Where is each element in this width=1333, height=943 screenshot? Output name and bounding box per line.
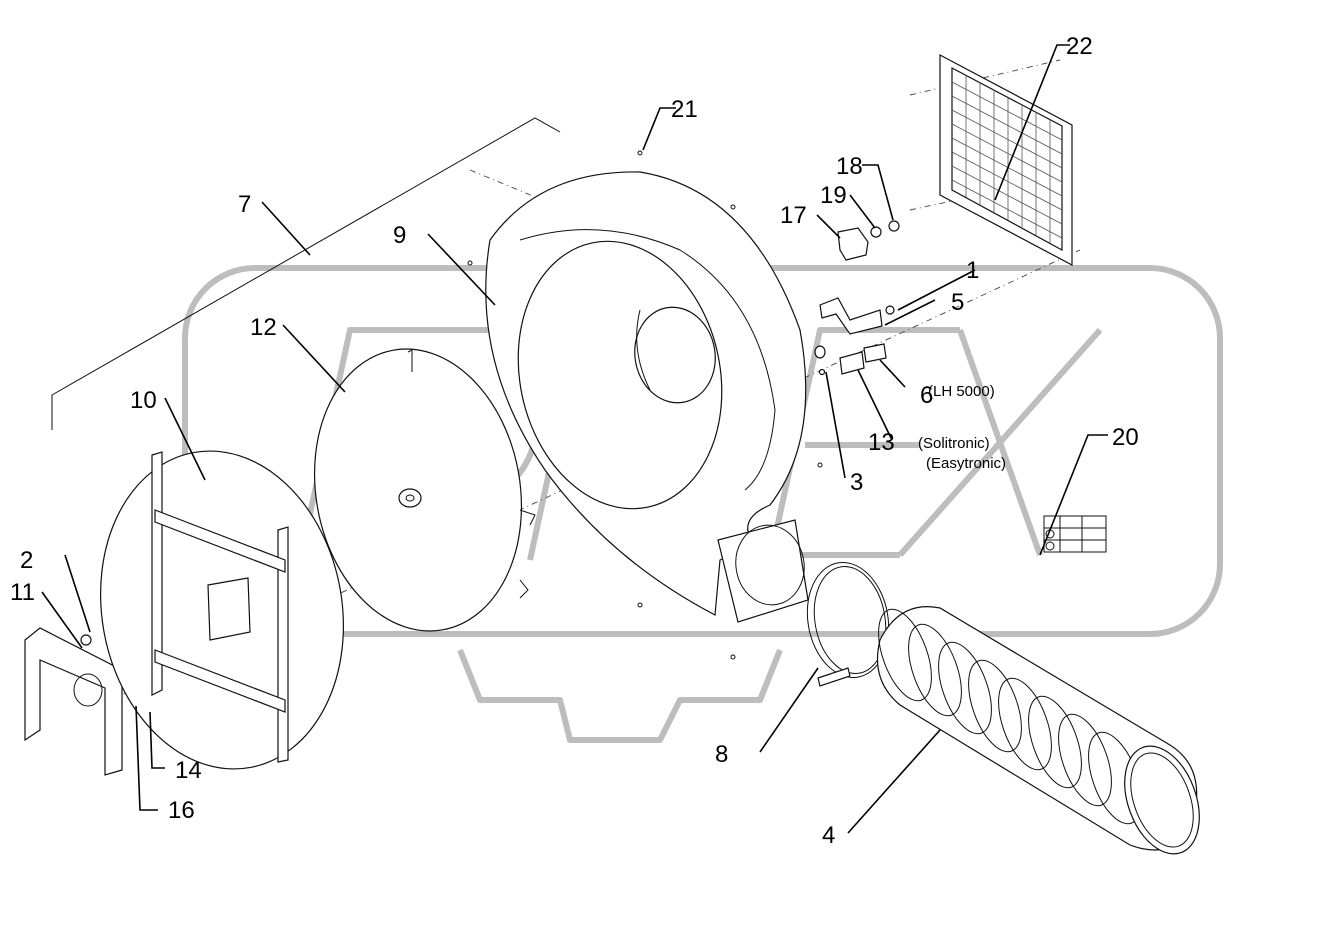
mounting-bracket xyxy=(24,627,123,776)
callout-11: 11 xyxy=(10,579,35,606)
flexible-hose-4 xyxy=(876,606,1200,855)
nut-1 xyxy=(885,305,895,315)
sensor-fittings xyxy=(814,343,887,376)
callout-8: 8 xyxy=(715,741,728,768)
callout-14: 14 xyxy=(175,757,202,784)
callout-21: 21 xyxy=(671,96,698,123)
impeller-12 xyxy=(313,348,536,632)
back-plate-10 xyxy=(100,450,344,770)
assembly-bracket-7 xyxy=(51,117,561,430)
screw-21 xyxy=(637,150,643,156)
callout-labels: 1 2 3 4 5 6 7 8 9 10 11 12 13 14 16 17 1… xyxy=(10,33,1139,849)
protective-grille-22 xyxy=(939,54,1073,266)
variant-notes: (LH 5000) (Solitronic) (Easytronic) xyxy=(918,383,1006,472)
callout-13: 13 xyxy=(868,429,895,456)
leader-lines xyxy=(41,44,1108,834)
callout-5: 5 xyxy=(951,289,964,316)
callout-9: 9 xyxy=(393,222,406,249)
callout-16: 16 xyxy=(168,797,195,824)
callout-12: 12 xyxy=(250,314,277,341)
watermark-gear-teeth xyxy=(457,648,783,743)
note-lh-5000: (LH 5000) xyxy=(928,383,995,400)
callout-18: 18 xyxy=(836,153,863,180)
bracket-17-with-fasteners xyxy=(837,220,900,261)
callout-4: 4 xyxy=(822,822,835,849)
callout-2: 2 xyxy=(20,547,33,574)
callout-20: 20 xyxy=(1112,424,1139,451)
decal-20 xyxy=(1043,515,1107,553)
watermark-letter-x xyxy=(897,328,1103,557)
nut-2 xyxy=(80,634,92,646)
note-easytronic: (Easytronic) xyxy=(926,455,1006,472)
callout-3: 3 xyxy=(850,469,863,496)
callout-6: 6 xyxy=(920,382,933,409)
blower-housing-9 xyxy=(467,150,823,660)
callout-22: 22 xyxy=(1066,33,1093,60)
assembly-axes xyxy=(109,59,1081,701)
callout-19: 19 xyxy=(820,182,847,209)
callout-10: 10 xyxy=(130,387,157,414)
note-solitronic: (Solitronic) xyxy=(918,435,990,452)
hose-clamp-8 xyxy=(806,561,890,687)
callout-7: 7 xyxy=(238,191,251,218)
callout-1: 1 xyxy=(966,257,979,284)
callout-17: 17 xyxy=(780,202,807,229)
bracket-5 xyxy=(819,297,895,335)
